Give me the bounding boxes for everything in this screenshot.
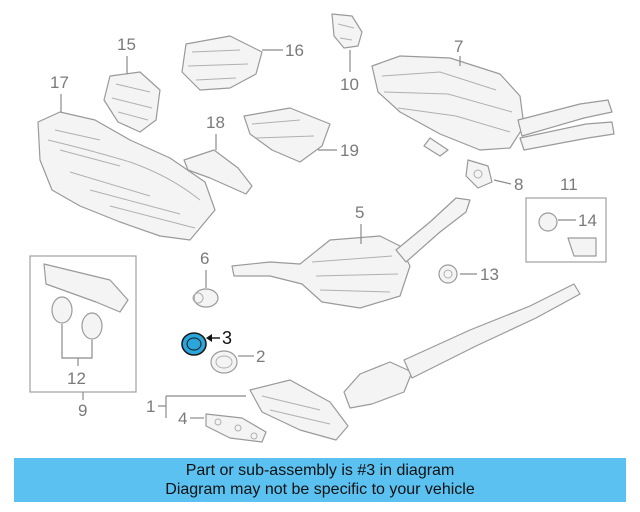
part-4-flange-gasket (205, 413, 267, 443)
callout-15: 15 (117, 35, 136, 54)
box-11 (525, 197, 607, 263)
callout-12: 12 (67, 369, 86, 388)
callout-3: 3 (222, 328, 232, 348)
callout-11: 11 (560, 175, 578, 194)
exhaust-parts-diagram: 17 15 16 10 7 18 19 (29, 13, 615, 443)
part-13-hanger (438, 264, 458, 284)
callout-6: 6 (200, 249, 209, 268)
info-banner: Part or sub-assembly is #3 in diagram Di… (14, 458, 626, 502)
callout-14: 14 (578, 211, 597, 230)
part-6-clamp (192, 288, 219, 308)
part-14-hanger (538, 212, 597, 257)
part-17-heat-shield (37, 111, 216, 241)
callout-19: 19 (340, 141, 359, 160)
callout-8: 8 (514, 175, 523, 194)
part-3-gasket (181, 332, 207, 356)
part-15-heat-shield (103, 71, 161, 133)
callout-18: 18 (206, 113, 225, 132)
callout-17: 17 (50, 73, 69, 92)
callout-10: 10 (340, 75, 359, 94)
part-7-rear-muffler (371, 55, 615, 157)
part-18-bracket (183, 149, 253, 195)
part-19-heat-shield (243, 107, 331, 163)
part-9-bracket-assembly (43, 263, 129, 340)
callout-2: 2 (256, 347, 265, 366)
part-8-hanger (465, 159, 493, 189)
part-2-seal-ring (210, 350, 238, 374)
part-5-center-muffler (231, 197, 471, 309)
part-1-catalytic-converter (249, 283, 581, 441)
callout-4: 4 (178, 409, 187, 428)
callout-5: 5 (355, 203, 364, 222)
banner-line-1: Part or sub-assembly is #3 in diagram (185, 462, 455, 479)
part-10-bracket (331, 13, 363, 49)
callout-16: 16 (285, 41, 304, 60)
callout-1: 1 (146, 397, 155, 416)
callout-13: 13 (480, 265, 499, 284)
callout-7: 7 (454, 37, 463, 56)
callout-9: 9 (78, 401, 87, 420)
part-16-heat-shield (181, 35, 263, 91)
banner-line-2: Diagram may not be specific to your vehi… (165, 481, 475, 498)
